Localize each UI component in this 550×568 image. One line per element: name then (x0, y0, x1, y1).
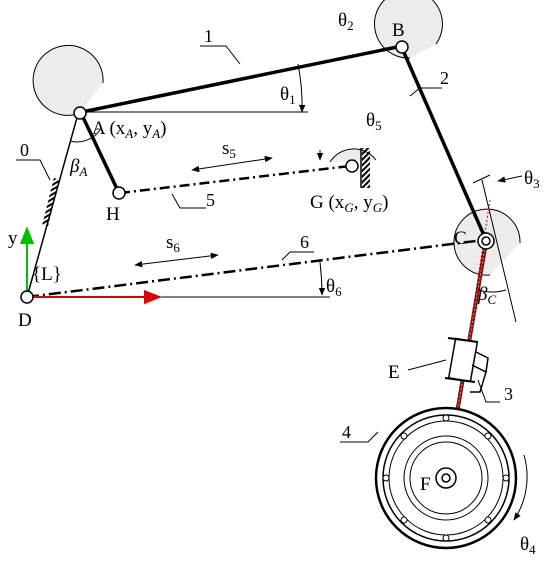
link-1 (81, 44, 403, 114)
beta-a-label: βA (69, 156, 87, 179)
point-label-h: H (106, 204, 120, 225)
ground-hatch-g (362, 148, 370, 188)
link-number-2: 2 (440, 68, 449, 88)
s6-label: s6 (166, 232, 180, 255)
theta3-arrow (497, 175, 523, 183)
link-number-6: 6 (300, 232, 309, 252)
link-6 (26, 238, 485, 299)
link-number-4: 4 (342, 422, 351, 442)
s5-label: s5 (222, 138, 236, 161)
beta-c-arc (477, 289, 507, 293)
theta-4-label: θ4 (520, 534, 536, 557)
s6-arrow (134, 252, 219, 268)
beta-c-label: βC (477, 284, 496, 307)
theta1-arc (297, 63, 306, 113)
point-label-f: F (420, 474, 431, 495)
theta4-arrow (513, 454, 528, 521)
point-label-c: C (454, 228, 467, 249)
point-label-e: E (388, 362, 400, 383)
theta-2-label: θ2 (338, 10, 354, 33)
point-label-b: B (392, 20, 405, 41)
theta6-arc (318, 261, 326, 296)
link-number-5: 5 (206, 190, 215, 210)
y-axis-label: y (8, 228, 18, 249)
slider-e (444, 337, 489, 393)
point-label-d: D (18, 310, 32, 331)
theta-1-label: θ1 (280, 84, 296, 107)
link-2 (400, 47, 488, 241)
theta-6-label: θ6 (326, 276, 342, 299)
link-5 (119, 164, 351, 195)
e-leader (407, 359, 447, 371)
theta-5-label: θ5 (366, 110, 382, 133)
ground-hatch-0 (42, 177, 60, 227)
theta-3-label: θ3 (524, 168, 540, 191)
s5-arrow (191, 155, 273, 173)
theta3-tick (472, 174, 491, 184)
beta-a-arc (69, 129, 101, 143)
link-AH (80, 114, 120, 192)
link-number-3: 3 (504, 384, 513, 404)
link-number-1: 1 (204, 26, 213, 46)
point-label-a: A (xA, yA) (92, 118, 167, 141)
frame-label-l: {L} (32, 264, 62, 285)
link-number-0: 0 (20, 140, 29, 160)
number-leaders (16, 45, 500, 443)
joints (20, 40, 495, 483)
theta3-ref (481, 179, 517, 323)
point-label-g: G (xG, yG) (310, 192, 388, 215)
